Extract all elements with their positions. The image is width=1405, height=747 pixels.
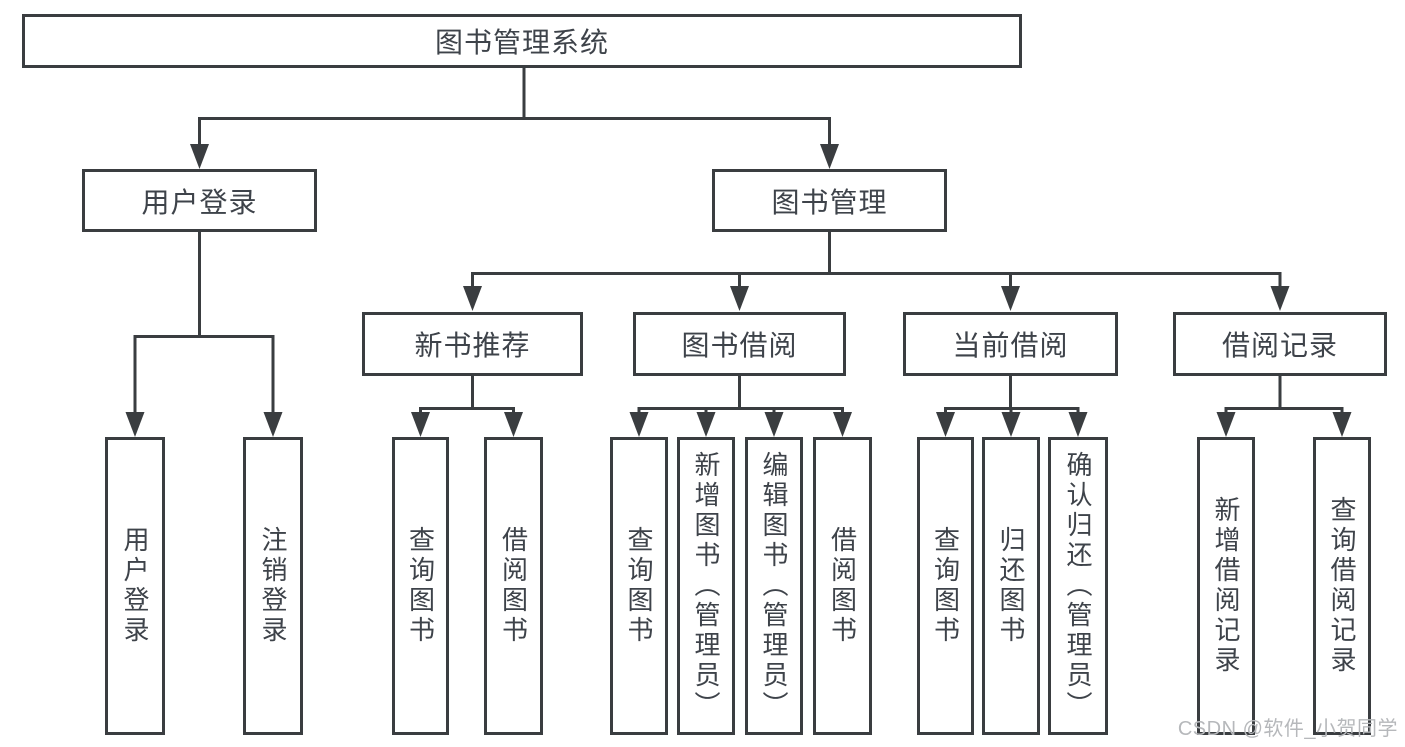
node-book-management: 图书管理: [712, 169, 947, 232]
leaf-borrow-book-borrowing: 借阅图书: [813, 437, 872, 735]
node-new-book-recommend: 新书推荐: [362, 312, 583, 376]
leaf-query-book-recommend: 查询图书: [392, 437, 449, 735]
node-label: 借阅记录: [1221, 330, 1338, 361]
leaf-add-borrow-record: 新增借阅记录: [1197, 437, 1255, 735]
leaf-return-book: 归还图书: [982, 437, 1040, 735]
node-label: 新增借阅记录: [1211, 496, 1241, 676]
node-label: 新增图书（管理员）: [691, 451, 721, 721]
node-book-borrowing: 图书借阅: [633, 312, 846, 376]
node-label: 用户登录: [141, 186, 258, 218]
node-label: 归还图书: [996, 526, 1026, 646]
node-label: 借阅图书: [827, 526, 858, 646]
leaf-borrow-book-recommend: 借阅图书: [484, 437, 543, 735]
leaf-edit-book-admin: 编辑图书（管理员）: [745, 437, 803, 735]
node-label: 借阅图书: [498, 526, 529, 646]
node-library-management-system: 图书管理系统: [22, 14, 1022, 68]
arrowheads: [125, 144, 1352, 437]
leaf-logout: 注销登录: [243, 437, 303, 735]
leaf-query-book-borrowing: 查询图书: [610, 437, 668, 735]
node-borrowing-records: 借阅记录: [1173, 312, 1387, 376]
node-label: 查询图书: [930, 526, 961, 646]
node-label: 当前借阅: [952, 330, 1069, 361]
node-label: 查询图书: [624, 526, 654, 646]
node-label: 新书推荐: [414, 330, 531, 361]
node-label: 编辑图书（管理员）: [759, 451, 789, 721]
leaf-add-book-admin: 新增图书（管理员）: [677, 437, 735, 735]
node-label: 注销登录: [258, 526, 288, 646]
node-current-borrowing: 当前借阅: [903, 312, 1118, 376]
leaf-query-book-current: 查询图书: [917, 437, 974, 735]
node-label: 查询图书: [405, 526, 436, 646]
node-label: 图书管理: [771, 186, 888, 218]
node-label: 确认归还（管理员）: [1063, 451, 1093, 721]
node-label: 图书借阅: [681, 330, 798, 361]
leaf-user-login: 用户登录: [105, 437, 165, 735]
node-label: 图书管理系统: [434, 27, 609, 58]
csdn-watermark: CSDN @软件_小贺同学: [1177, 718, 1398, 740]
leaf-confirm-return-admin: 确认归还（管理员）: [1048, 437, 1108, 735]
leaf-query-borrow-record: 查询借阅记录: [1313, 437, 1371, 735]
node-user-login: 用户登录: [82, 169, 317, 232]
node-label: 查询借阅记录: [1327, 496, 1357, 676]
node-label: 用户登录: [120, 526, 150, 646]
